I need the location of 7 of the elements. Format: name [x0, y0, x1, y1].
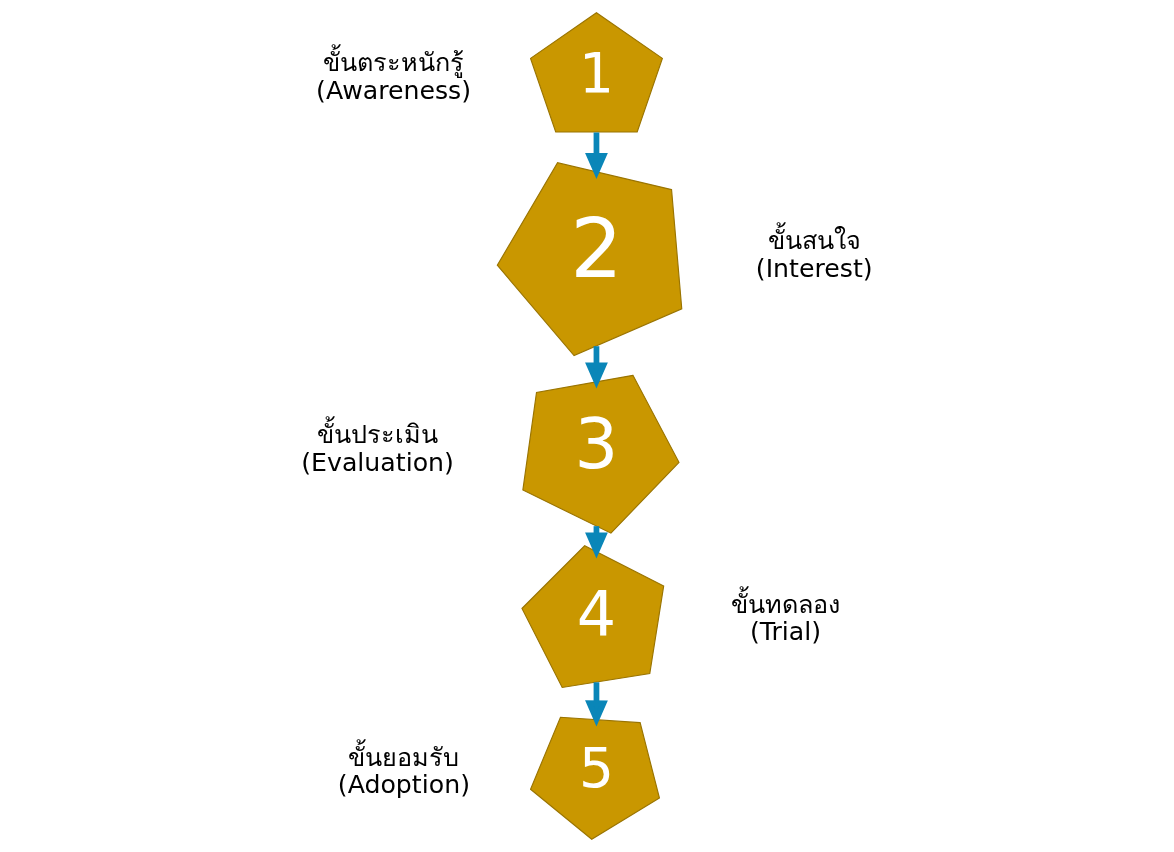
node-label: (Trial)	[749, 617, 822, 647]
node-label: (Evaluation)	[301, 447, 454, 477]
node-label: (Interest)	[755, 253, 873, 283]
arrow	[585, 132, 608, 179]
arrow	[585, 682, 608, 727]
arrow	[585, 346, 608, 389]
node-label: (Adoption)	[337, 770, 470, 800]
